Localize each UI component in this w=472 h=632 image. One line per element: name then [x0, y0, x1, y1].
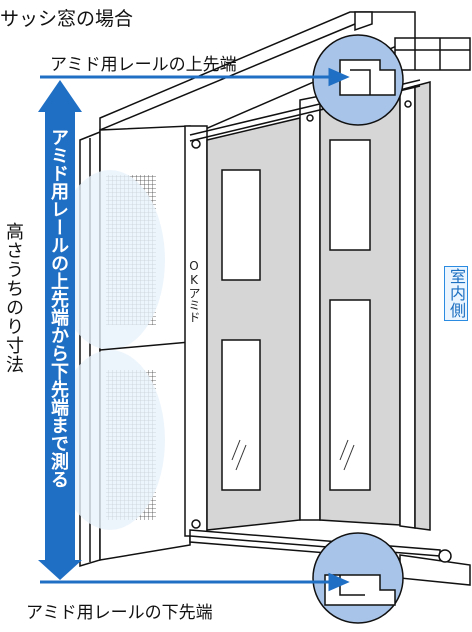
rail-top-label: アミド用レールの上先端 — [50, 55, 237, 75]
sliding-screens — [206, 81, 431, 531]
page-title: サッシ窓の場合 — [0, 8, 134, 30]
top-magnifier — [312, 34, 404, 126]
screen-door-frame — [184, 125, 208, 537]
height-dimension-label: 高さうちのり寸法 — [3, 222, 24, 374]
ok-amido-label: OKアミド — [187, 259, 201, 323]
bottom-magnifier — [312, 532, 404, 624]
measure-arrow — [38, 80, 82, 580]
leader-lines — [40, 67, 350, 592]
left-window — [55, 125, 191, 561]
rail-bottom-label: アミド用レールの下先端 — [26, 603, 213, 623]
measure-instruction-label: アミド用レールの上先端から下先端まで測る — [48, 128, 69, 488]
indoor-side-badge: 室内側 — [444, 266, 468, 321]
